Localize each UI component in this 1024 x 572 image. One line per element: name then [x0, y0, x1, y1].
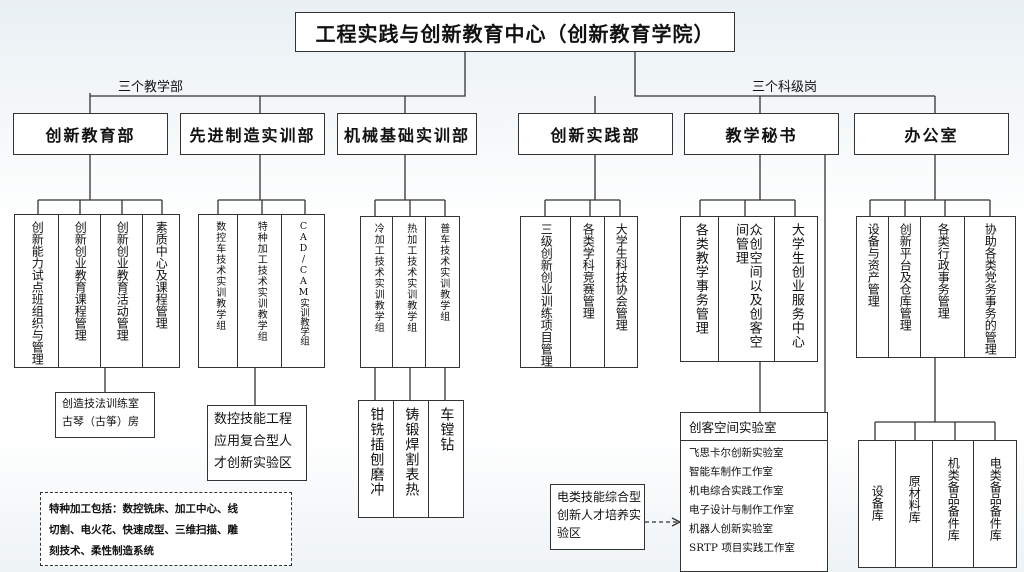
dept-teaching-secretary: 教学秘书	[684, 113, 839, 155]
adv-mfg-item: 数控车技术实训教学组	[198, 214, 239, 368]
secretary-item: 各类教学事务管理	[680, 216, 720, 362]
connector-dept4	[544, 155, 621, 216]
maker-lab-item: 机电综合实践工作室	[689, 485, 784, 497]
innov-practice-item: 三级创新创业训练项目管理	[520, 216, 572, 368]
note-line: 切割、电火花、快速成型、三维扫描、雕	[49, 524, 238, 536]
connector-dept1	[37, 155, 163, 392]
maker-lab-item: 电子设计与制作工作室	[689, 504, 794, 516]
office-sub: 机类备品备件库	[932, 440, 974, 568]
secretary-item: 众创空间以及创客空间管理	[718, 216, 776, 362]
innov-edu-item: 创新能力试点班组织与管理	[14, 214, 60, 368]
adv-mfg-sub-line: 应用复合型人	[214, 434, 293, 449]
mech-basic-sub: 车镗钻	[428, 400, 464, 518]
adv-mfg-sub-line: 数控技能工程	[214, 412, 293, 427]
adv-mfg-item: CAD/CAM实训教学组	[281, 214, 325, 368]
connector-dept3	[374, 155, 446, 400]
special-processing-note: 特种加工包括：数控铣床、加工中心、线 切割、电火花、快速成型、三维扫描、雕 刻技…	[40, 492, 292, 566]
electrical-lab-line: 创新人才培养实	[557, 508, 642, 522]
mech-basic-sub: 钳铣插刨磨冲	[358, 400, 394, 518]
maker-lab-item: 智能车制作工作室	[689, 466, 773, 478]
innov-practice-item: 大学生科技协会管理	[604, 216, 638, 368]
mech-basic-item: 冷加工技术实训教学组	[360, 216, 394, 368]
electrical-lab: 电类技能综合型 创新人才培养实 验区	[550, 484, 645, 550]
note-line: 特种加工包括：数控铣床、加工中心、线	[49, 503, 238, 515]
maker-lab-item: SRTP 项目实践工作室	[689, 542, 795, 554]
connector-top	[89, 52, 936, 113]
innov-practice-item: 各类学科竞赛管理	[570, 216, 606, 368]
adv-mfg-item: 特种加工技术实训教学组	[237, 214, 283, 368]
mech-basic-item: 普车技术实训教学组	[425, 216, 460, 368]
group-label-teaching: 三个教学部	[118, 80, 184, 95]
innov-edu-sub-line: 创造技法训练室	[62, 397, 139, 410]
connector-dept2	[217, 155, 306, 405]
office-item: 创新平台及仓库管理	[888, 216, 922, 358]
innov-edu-sub-line: 古琴（古筝）房	[62, 415, 139, 428]
innov-edu-item: 创新创业教育活动管理	[100, 214, 144, 368]
innov-edu-sub: 创造技法训练室 古琴（古筝）房	[55, 392, 155, 438]
adv-mfg-sub-line: 才创新实验区	[214, 456, 293, 471]
maker-lab: 创客空间实验室 飞思卡尔创新实验室 智能车制作工作室 机电综合实践工作室 电子设…	[680, 412, 828, 572]
maker-lab-item: 飞思卡尔创新实验室	[689, 447, 784, 459]
mech-basic-item: 热加工技术实训教学组	[392, 216, 427, 368]
maker-lab-item: 机器人创新实验室	[689, 523, 773, 535]
mech-basic-sub: 铸锻焊割表热	[393, 400, 429, 518]
office-sub: 设备库	[858, 440, 896, 568]
office-sub: 电类备品备件库	[973, 440, 1017, 568]
dept-mechanical-basic: 机械基础实训部	[337, 113, 477, 155]
office-item: 协助各类党务事务的管理	[964, 216, 1016, 358]
dept-office: 办公室	[854, 113, 1009, 155]
dept-innovation-practice: 创新实践部	[518, 113, 673, 155]
connector-dept6	[869, 155, 996, 440]
dept-innovation-education: 创新教育部	[13, 113, 168, 155]
dept-advanced-manufacturing: 先进制造实训部	[180, 113, 325, 155]
electrical-lab-line: 验区	[557, 526, 582, 540]
innov-edu-item: 素质中心及课程管理	[142, 214, 180, 368]
note-line: 刻技术、柔性制造系统	[49, 545, 154, 557]
group-label-research: 三个科级岗	[752, 80, 818, 95]
innov-edu-item: 创新创业教育课程管理	[58, 214, 102, 368]
office-sub: 原材料库	[895, 440, 933, 568]
maker-lab-title: 创客空间实验室	[681, 413, 827, 441]
secretary-item: 大学生创业服务中心	[774, 216, 818, 362]
adv-mfg-sub: 数控技能工程 应用复合型人 才创新实验区	[207, 405, 307, 481]
connector-dept5	[699, 155, 828, 572]
office-item: 设备与资产管理	[856, 216, 890, 358]
electrical-lab-line: 电类技能综合型	[557, 490, 642, 504]
center-title: 工程实践与创新教育中心（创新教育学院）	[295, 12, 735, 52]
office-item: 各类行政事务管理	[920, 216, 966, 358]
